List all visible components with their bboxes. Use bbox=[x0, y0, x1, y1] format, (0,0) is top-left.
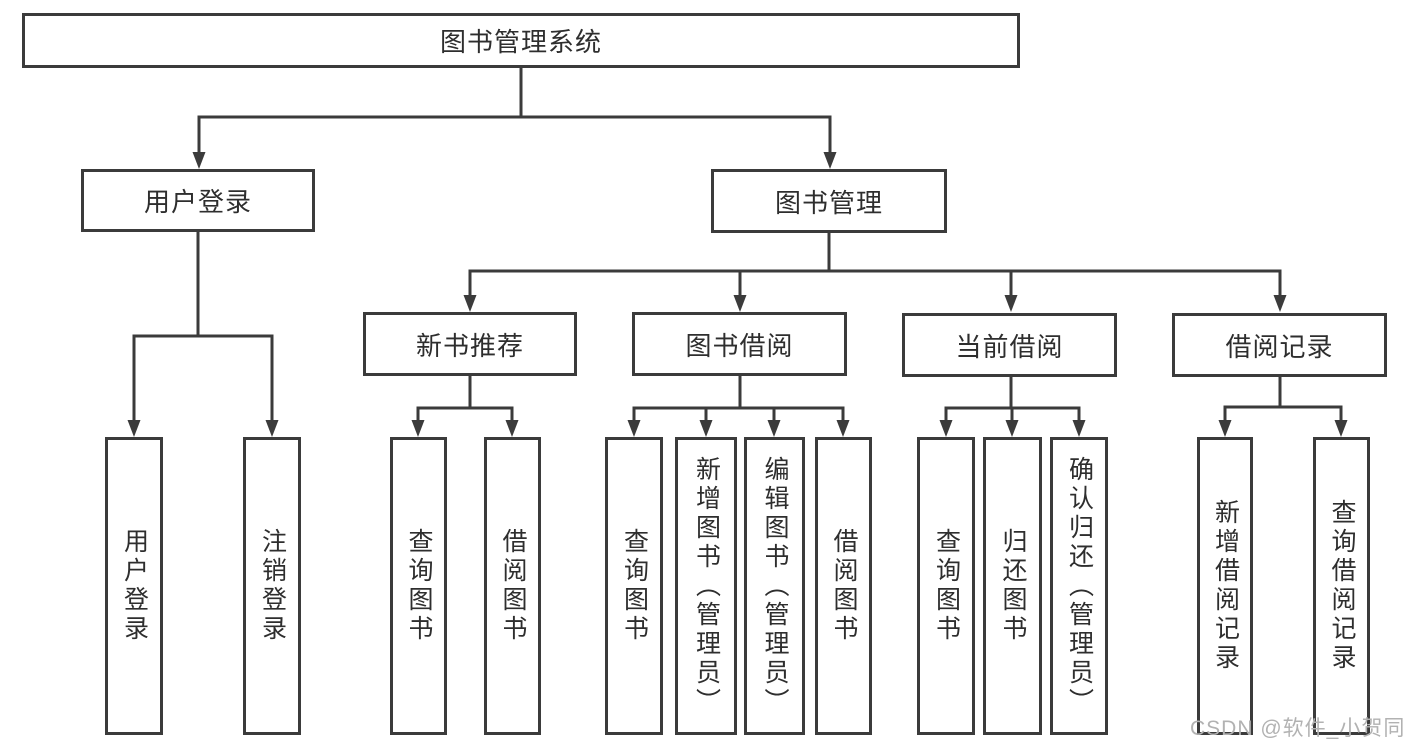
leaf-label: 确认归还（管理员） bbox=[1065, 455, 1094, 717]
leaf-label: 用户登录 bbox=[120, 528, 149, 644]
leaf-label: 借阅图书 bbox=[499, 528, 527, 644]
leaf-query-books-2: 查询图书 bbox=[605, 437, 663, 735]
leaf-return-book: 归还图书 bbox=[983, 437, 1042, 735]
csdn-watermark: CSDN @软件_小贺同学 bbox=[1190, 717, 1405, 740]
leaf-label: 归还图书 bbox=[999, 528, 1027, 644]
leaf-logout: 注销登录 bbox=[243, 437, 301, 735]
leaf-add-borrow-record: 新增借阅记录 bbox=[1197, 437, 1253, 735]
leaf-add-book-admin: 新增图书（管理员） bbox=[675, 437, 737, 735]
leaf-label: 编辑图书（管理员） bbox=[761, 455, 789, 717]
leaf-borrow-books-2: 借阅图书 bbox=[815, 437, 872, 735]
node-label: 当前借阅 bbox=[955, 331, 1064, 362]
node-label: 新书推荐 bbox=[415, 330, 524, 361]
leaf-borrow-books-1: 借阅图书 bbox=[484, 437, 541, 735]
leaf-label: 借阅图书 bbox=[830, 528, 858, 644]
leaf-label: 查询借阅记录 bbox=[1328, 499, 1356, 673]
node-label: 图书管理系统 bbox=[439, 27, 602, 57]
leaf-label: 查询图书 bbox=[620, 528, 649, 644]
node-label: 借阅记录 bbox=[1225, 331, 1334, 362]
leaf-label: 查询图书 bbox=[405, 528, 433, 644]
node-new-book-recommend: 新书推荐 bbox=[363, 312, 577, 376]
leaf-query-borrow-record: 查询借阅记录 bbox=[1313, 437, 1370, 735]
node-current-borrow: 当前借阅 bbox=[902, 313, 1117, 377]
node-label: 用户登录 bbox=[143, 187, 252, 217]
node-user-login: 用户登录 bbox=[81, 169, 315, 232]
leaf-confirm-return-admin: 确认归还（管理员） bbox=[1050, 437, 1108, 735]
node-label: 图书借阅 bbox=[685, 330, 794, 361]
node-label: 图书管理 bbox=[774, 187, 883, 218]
leaf-label: 注销登录 bbox=[258, 528, 287, 644]
node-root-library-system: 图书管理系统 bbox=[22, 13, 1020, 68]
leaf-query-books-1: 查询图书 bbox=[390, 437, 447, 735]
leaf-user-login: 用户登录 bbox=[105, 437, 163, 735]
leaf-edit-book-admin: 编辑图书（管理员） bbox=[744, 437, 805, 735]
leaf-label: 新增图书（管理员） bbox=[692, 455, 721, 717]
leaf-label: 查询图书 bbox=[932, 528, 961, 644]
node-borrow-records: 借阅记录 bbox=[1172, 313, 1387, 377]
leaf-label: 新增借阅记录 bbox=[1211, 499, 1240, 673]
leaf-query-books-3: 查询图书 bbox=[917, 437, 975, 735]
node-book-management: 图书管理 bbox=[711, 169, 947, 233]
node-book-borrow: 图书借阅 bbox=[632, 312, 847, 376]
